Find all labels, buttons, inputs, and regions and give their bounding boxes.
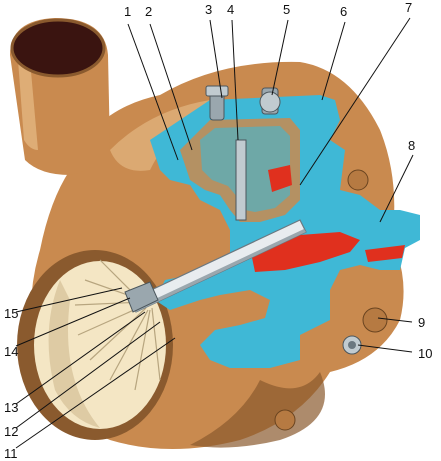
callout-label-1: 1: [124, 4, 131, 19]
housing-boss-right: [274, 169, 388, 431]
callout-label-2: 2: [145, 4, 152, 19]
shaft-nut: [124, 281, 159, 313]
callout-label-12: 12: [4, 424, 18, 439]
callout-label-3: 3: [205, 2, 212, 17]
callout-label-15: 15: [4, 306, 18, 321]
callout-label-6: 6: [340, 4, 347, 19]
inlet-pipe-opening: [12, 20, 104, 76]
oil-passage-upper: [268, 165, 292, 192]
callout-label-9: 9: [418, 315, 425, 330]
callout-label-8: 8: [408, 138, 415, 153]
callout-label-10: 10: [418, 346, 432, 361]
housing-shadow: [190, 372, 325, 448]
inlet-shading: [48, 280, 100, 428]
inlet-pipe-rim: [10, 18, 106, 78]
rotor-shaft-shade: [134, 229, 306, 312]
flange-bolt-right: [259, 87, 281, 115]
callout-label-11: 11: [4, 446, 18, 461]
flange-bolt-left: [205, 85, 229, 121]
callout-label-7: 7: [405, 0, 412, 15]
inlet-pipe-highlight: [18, 60, 38, 150]
callout-leaders: [15, 17, 414, 449]
oil-feed-stud: [235, 139, 247, 221]
callout-label-13: 13: [4, 400, 18, 415]
callout-label-14: 14: [4, 344, 18, 359]
callout-label-5: 5: [283, 2, 290, 17]
callout-label-4: 4: [227, 2, 234, 17]
oil-passage-right: [365, 245, 405, 262]
